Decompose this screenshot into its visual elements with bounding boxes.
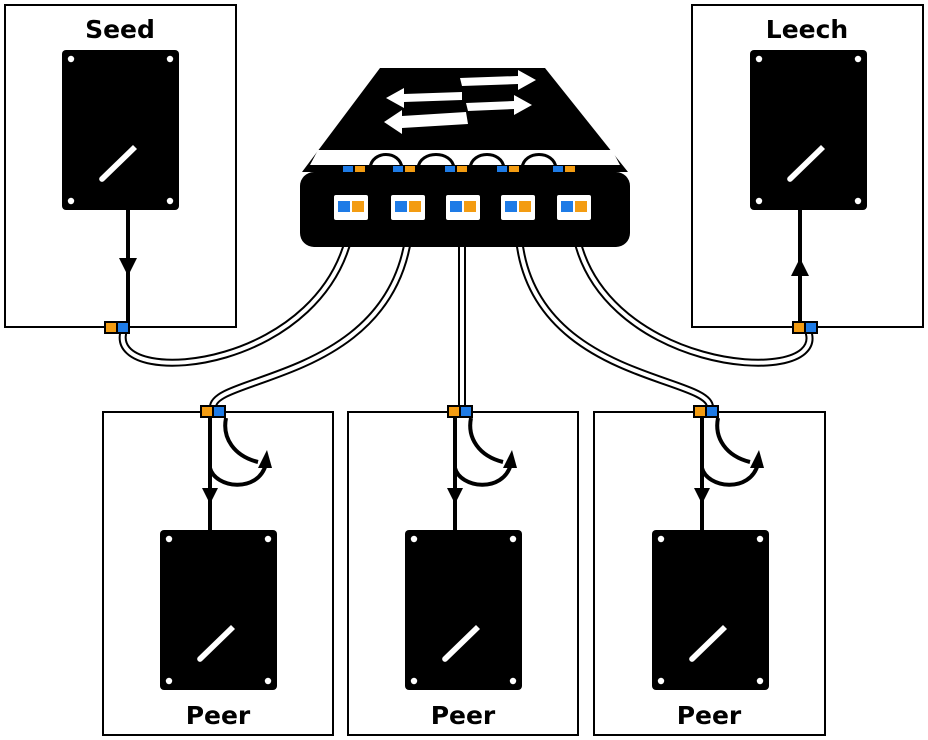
peer-label-3: Peer xyxy=(677,701,742,730)
peer-flow-arrowhead-3b xyxy=(750,450,764,468)
network-switch-icon xyxy=(300,68,630,247)
peer-port-1 xyxy=(200,405,226,418)
leech-label: Leech xyxy=(766,15,848,44)
peer-flow-arrowhead-3a xyxy=(694,488,710,504)
leech-port xyxy=(792,321,818,334)
seed-port xyxy=(104,321,130,334)
seed-flow-arrow xyxy=(119,210,137,322)
seed-drive: .seedp .platter{fill:#c8c8c8;} xyxy=(62,50,179,210)
peer-flow-arrowhead-2a xyxy=(447,488,463,504)
peer-port-3 xyxy=(693,405,719,418)
peer-drive-1 xyxy=(160,530,277,690)
peer-label-2: Peer xyxy=(431,701,496,730)
peer-flow-1 xyxy=(208,417,268,530)
peer-drive-3 xyxy=(652,530,769,690)
leech-drive: .whitep .platter{fill:#ffffff;} xyxy=(750,50,867,210)
peer-flow-3 xyxy=(700,417,760,530)
peer-port-2 xyxy=(447,405,473,418)
peer-flow-arrowhead-1a xyxy=(202,488,218,504)
peer-flow-2 xyxy=(453,417,513,530)
peer-flow-arrowhead-2b xyxy=(503,450,517,468)
peer-label-1: Peer xyxy=(186,701,251,730)
peer-flow-arrowhead-1b xyxy=(258,450,272,468)
peer-drive-2 xyxy=(405,530,522,690)
cables xyxy=(118,218,814,411)
leech-flow-arrow xyxy=(791,210,809,322)
seed-label: Seed xyxy=(85,15,155,44)
